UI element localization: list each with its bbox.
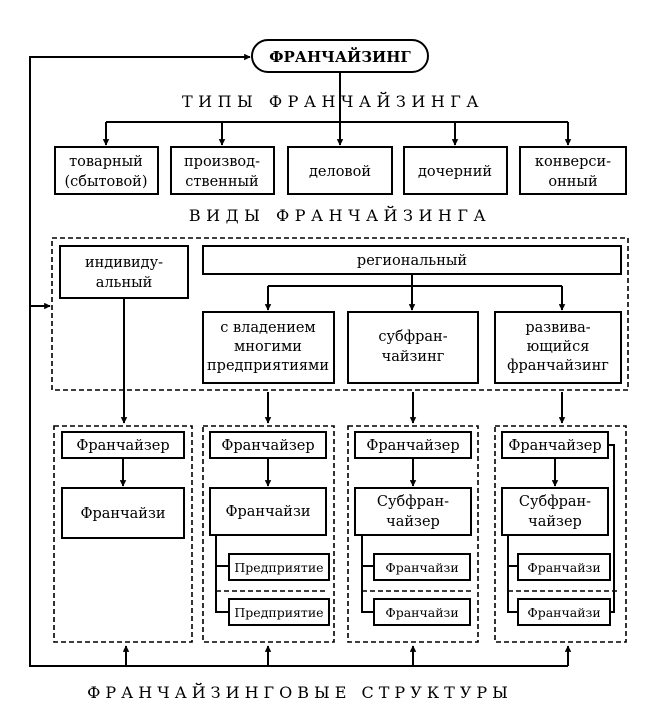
type-production-line-2: ственный bbox=[185, 174, 258, 190]
multi-unit-line-1: с владением bbox=[220, 320, 315, 336]
multi-unit-line-2: многими bbox=[234, 339, 302, 355]
s4-franchisor-label: Франчайзер bbox=[508, 438, 601, 454]
regional-box-developing: развива- ющийся франчайзинг bbox=[494, 311, 622, 384]
regional-box-multi-unit: с владением многими предприятиями bbox=[202, 311, 335, 384]
s2-enterprise-1-label: Предприятие bbox=[234, 560, 323, 575]
kind-regional-label: региональный bbox=[357, 253, 467, 269]
s4-subfranchisor-line-1: Субфран- bbox=[519, 494, 591, 510]
subfranchising-line-1: субфран- bbox=[378, 329, 447, 345]
s4-franchisee-2-label: Франчайзи bbox=[527, 605, 600, 620]
type-production-line-1: производ- bbox=[184, 154, 260, 170]
s3-franchisee-2-label: Франчайзи bbox=[385, 605, 458, 620]
s2-enterprise-2-label: Предприятие bbox=[234, 605, 323, 620]
franchising-title: ФРАНЧАЙЗИНГ bbox=[269, 47, 411, 66]
s4-franchisee-1-label: Франчайзи bbox=[527, 560, 600, 575]
type-conversion-line-1: конверси- bbox=[535, 154, 611, 170]
s3-subfranchisor-line-2: чайзер bbox=[386, 514, 440, 530]
feedback-loop-line bbox=[29, 53, 251, 667]
developing-line-1: развива- bbox=[525, 320, 590, 336]
structure-multi-unit: Франчайзер Франчайзи Предприятие Предпри… bbox=[202, 425, 335, 643]
type-conversion-line-2: онный bbox=[548, 174, 597, 190]
s3-subfranchisor-line-1: Субфран- bbox=[377, 494, 449, 510]
kinds-heading: ВИДЫ ФРАНЧАЙЗИНГА bbox=[189, 205, 491, 225]
s3-franchisee-1-label: Франчайзи bbox=[385, 560, 458, 575]
s3-franchisor-label: Франчайзер bbox=[366, 438, 459, 454]
type-business-label: деловой bbox=[309, 164, 371, 180]
type-subsidiary-label: дочерний bbox=[418, 164, 492, 180]
type-goods-line-1: товарный bbox=[69, 154, 143, 170]
type-goods-line-2: (сбытовой) bbox=[64, 174, 147, 190]
kind-box-individual: индивиду- альный bbox=[59, 245, 189, 299]
kind-box-regional: региональный bbox=[202, 245, 622, 275]
kinds-container bbox=[51, 237, 629, 391]
s1-franchisee-label: Франчайзи bbox=[80, 506, 165, 522]
s4-subfranchisor-line-2: чайзер bbox=[528, 514, 582, 530]
developing-line-3: франчайзинг bbox=[507, 358, 609, 374]
type-box-production: производ- ственный bbox=[170, 146, 275, 195]
s1-franchisor-label: Франчайзер bbox=[76, 438, 169, 454]
structure-developing: Франчайзер Субфран- чайзер Франчайзи Фра… bbox=[494, 425, 627, 643]
subfranchising-line-2: чайзинг bbox=[382, 349, 445, 365]
kind-individual-line-1: индивиду- bbox=[85, 255, 163, 271]
regional-box-subfranchising: субфран- чайзинг bbox=[347, 311, 479, 384]
type-box-goods: товарный (сбытовой) bbox=[54, 146, 159, 195]
structure-subfranchising: Франчайзер Субфран- чайзер Франчайзи Фра… bbox=[347, 425, 479, 643]
type-box-conversion: конверси- онный bbox=[519, 146, 627, 195]
developing-line-2: ющийся bbox=[527, 339, 590, 355]
footer-heading: ФРАНЧАЙЗИНГОВЫЕ СТРУКТУРЫ bbox=[87, 682, 513, 702]
structure-individual: Франчайзер Франчайзи bbox=[53, 425, 193, 643]
multi-unit-line-3: предприятиями bbox=[207, 358, 329, 374]
type-box-subsidiary: дочерний bbox=[403, 146, 508, 195]
s2-franchisee-label: Франчайзи bbox=[225, 504, 310, 520]
type-box-business: деловой bbox=[287, 146, 393, 195]
types-heading: ТИПЫ ФРАНЧАЙЗИНГА bbox=[182, 91, 484, 111]
kind-individual-line-2: альный bbox=[96, 275, 153, 291]
s2-franchisor-label: Франчайзер bbox=[221, 438, 314, 454]
